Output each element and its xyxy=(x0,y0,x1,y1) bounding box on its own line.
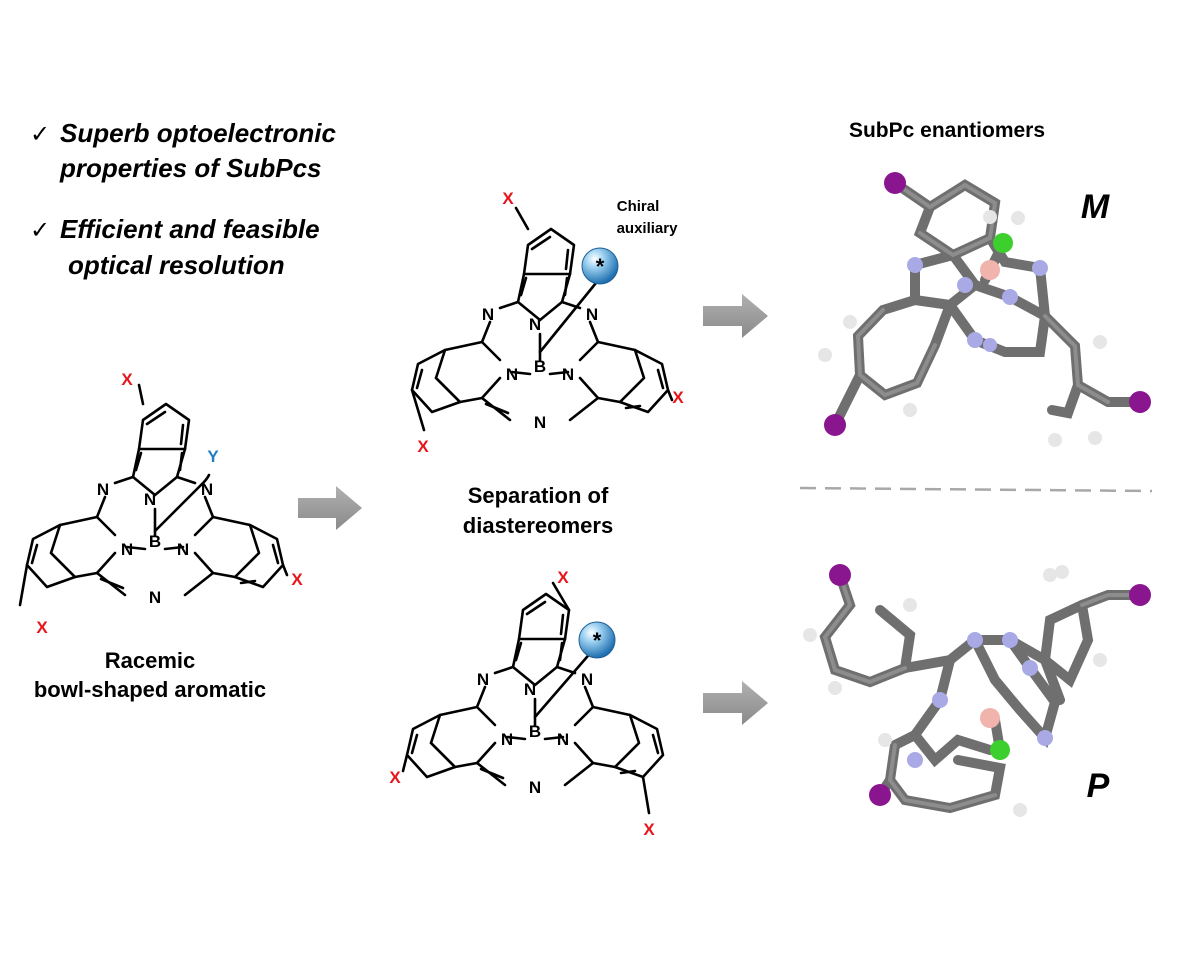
hydrogen-atom xyxy=(818,348,832,362)
nitrogen-atom xyxy=(1032,260,1048,276)
substituent-x: X xyxy=(672,388,684,407)
atom-b: B xyxy=(149,532,161,551)
substituent-x: X xyxy=(643,820,655,839)
nitrogen-atom xyxy=(907,257,923,273)
bullet-1-line1: Superb optoelectronic xyxy=(60,118,336,148)
stereocenter-star: * xyxy=(593,628,602,653)
atom-n-bridge: N xyxy=(534,413,546,432)
chiral-auxiliary-sphere xyxy=(578,621,616,659)
atom-n-bridge: N xyxy=(477,670,489,689)
nitrogen-atom xyxy=(967,632,983,648)
hydrogen-atom xyxy=(843,315,857,329)
p-enantiomer-3d-model xyxy=(803,564,1151,817)
nitrogen-atom xyxy=(1002,289,1018,305)
bullet-2-line1: Efficient and feasible xyxy=(60,214,320,244)
nitrogen-atom xyxy=(957,277,973,293)
atom-n-core: N xyxy=(501,730,513,749)
nitrogen-atom xyxy=(1037,730,1053,746)
substituent-x: X xyxy=(557,568,569,587)
atom-n-bridge: N xyxy=(201,480,213,499)
arrow-to-p-enantiomer xyxy=(703,681,768,725)
hydrogen-atom xyxy=(1048,433,1062,447)
dashed-divider xyxy=(799,486,1153,493)
label-m-enantiomer: M xyxy=(1081,188,1110,226)
substituent-x: X xyxy=(36,618,48,637)
separation-line2: diastereomers xyxy=(463,513,613,538)
iodine-atom xyxy=(884,172,906,194)
hydrogen-atom xyxy=(903,403,917,417)
substituent-x: X xyxy=(121,370,133,389)
substituent-x: X xyxy=(502,189,514,208)
atom-n-bridge: N xyxy=(586,305,598,324)
hydrogen-atom xyxy=(903,598,917,612)
iodine-atom xyxy=(1129,584,1151,606)
stereocenter-star: * xyxy=(596,254,605,279)
hydrogen-atom xyxy=(983,210,997,224)
atom-n-core: N xyxy=(506,365,518,384)
boron-atom xyxy=(980,260,1000,280)
atom-b: B xyxy=(529,722,541,741)
substituent-y: Y xyxy=(207,447,219,466)
chlorine-atom xyxy=(993,233,1013,253)
hydrogen-atom xyxy=(1093,653,1107,667)
substituent-x: X xyxy=(389,768,401,787)
iodine-atom xyxy=(1129,391,1151,413)
atom-n-bridge: N xyxy=(149,588,161,607)
atom-n-core: N xyxy=(177,540,189,559)
diastereomer-bottom-structure: * N N N N N B N X X X xyxy=(389,568,665,839)
iodine-atom xyxy=(829,564,851,586)
atom-n-core: N xyxy=(121,540,133,559)
bullet-list: ✓ Superb optoelectronic properties of Su… xyxy=(30,118,336,280)
hydrogen-atom xyxy=(828,681,842,695)
iodine-atom xyxy=(869,784,891,806)
m-enantiomer-3d-model xyxy=(818,172,1151,447)
racemic-caption-line1: Racemic xyxy=(105,648,196,673)
checkmark-icon: ✓ xyxy=(30,121,50,148)
nitrogen-atom xyxy=(932,692,948,708)
hydrogen-atom xyxy=(1088,431,1102,445)
nitrogen-atom xyxy=(967,332,983,348)
atom-n-bridge: N xyxy=(482,305,494,324)
nitrogen-atom xyxy=(1022,660,1038,676)
chlorine-atom xyxy=(990,740,1010,760)
iodine-atom xyxy=(824,414,846,436)
hydrogen-atom xyxy=(803,628,817,642)
chiral-label-line2: auxiliary xyxy=(617,220,679,237)
racemic-caption-line2: bowl-shaped aromatic xyxy=(34,677,266,702)
hydrogen-atom xyxy=(1011,211,1025,225)
atom-n-bridge: N xyxy=(97,480,109,499)
atom-n-bridge: N xyxy=(529,778,541,797)
substituent-x: X xyxy=(291,570,303,589)
hydrogen-atom xyxy=(1013,803,1027,817)
hydrogen-atom xyxy=(1055,565,1069,579)
atom-n-core: N xyxy=(529,315,541,334)
diastereomer-top-structure: * N N N N N B N X X X xyxy=(410,189,684,456)
arrow-to-separation xyxy=(298,486,362,530)
arrow-to-m-enantiomer xyxy=(703,294,768,338)
separation-line1: Separation of xyxy=(468,483,609,508)
nitrogen-atom xyxy=(1002,632,1018,648)
hydrogen-atom xyxy=(878,733,892,747)
label-p-enantiomer: P xyxy=(1087,767,1110,805)
atom-n-bridge: N xyxy=(581,670,593,689)
atom-n-core: N xyxy=(524,680,536,699)
nitrogen-atom xyxy=(907,752,923,768)
chiral-auxiliary-sphere xyxy=(581,247,619,285)
bullet-2-line2: optical resolution xyxy=(68,250,285,280)
bullet-1-line2: properties of SubPcs xyxy=(59,153,322,183)
atom-b: B xyxy=(534,357,546,376)
atom-n-core: N xyxy=(557,730,569,749)
enantiomers-title: SubPc enantiomers xyxy=(849,119,1045,142)
racemic-subpc-structure: N N N N N B N X Y X X xyxy=(18,370,303,637)
boron-atom xyxy=(980,708,1000,728)
chiral-label-line1: Chiral xyxy=(617,198,660,215)
hydrogen-atom xyxy=(1043,568,1057,582)
hydrogen-atom xyxy=(1093,335,1107,349)
atom-n-core: N xyxy=(562,365,574,384)
nitrogen-atom xyxy=(983,338,997,352)
atom-n-core: N xyxy=(144,490,156,509)
substituent-x: X xyxy=(417,437,429,456)
checkmark-icon: ✓ xyxy=(30,217,50,244)
